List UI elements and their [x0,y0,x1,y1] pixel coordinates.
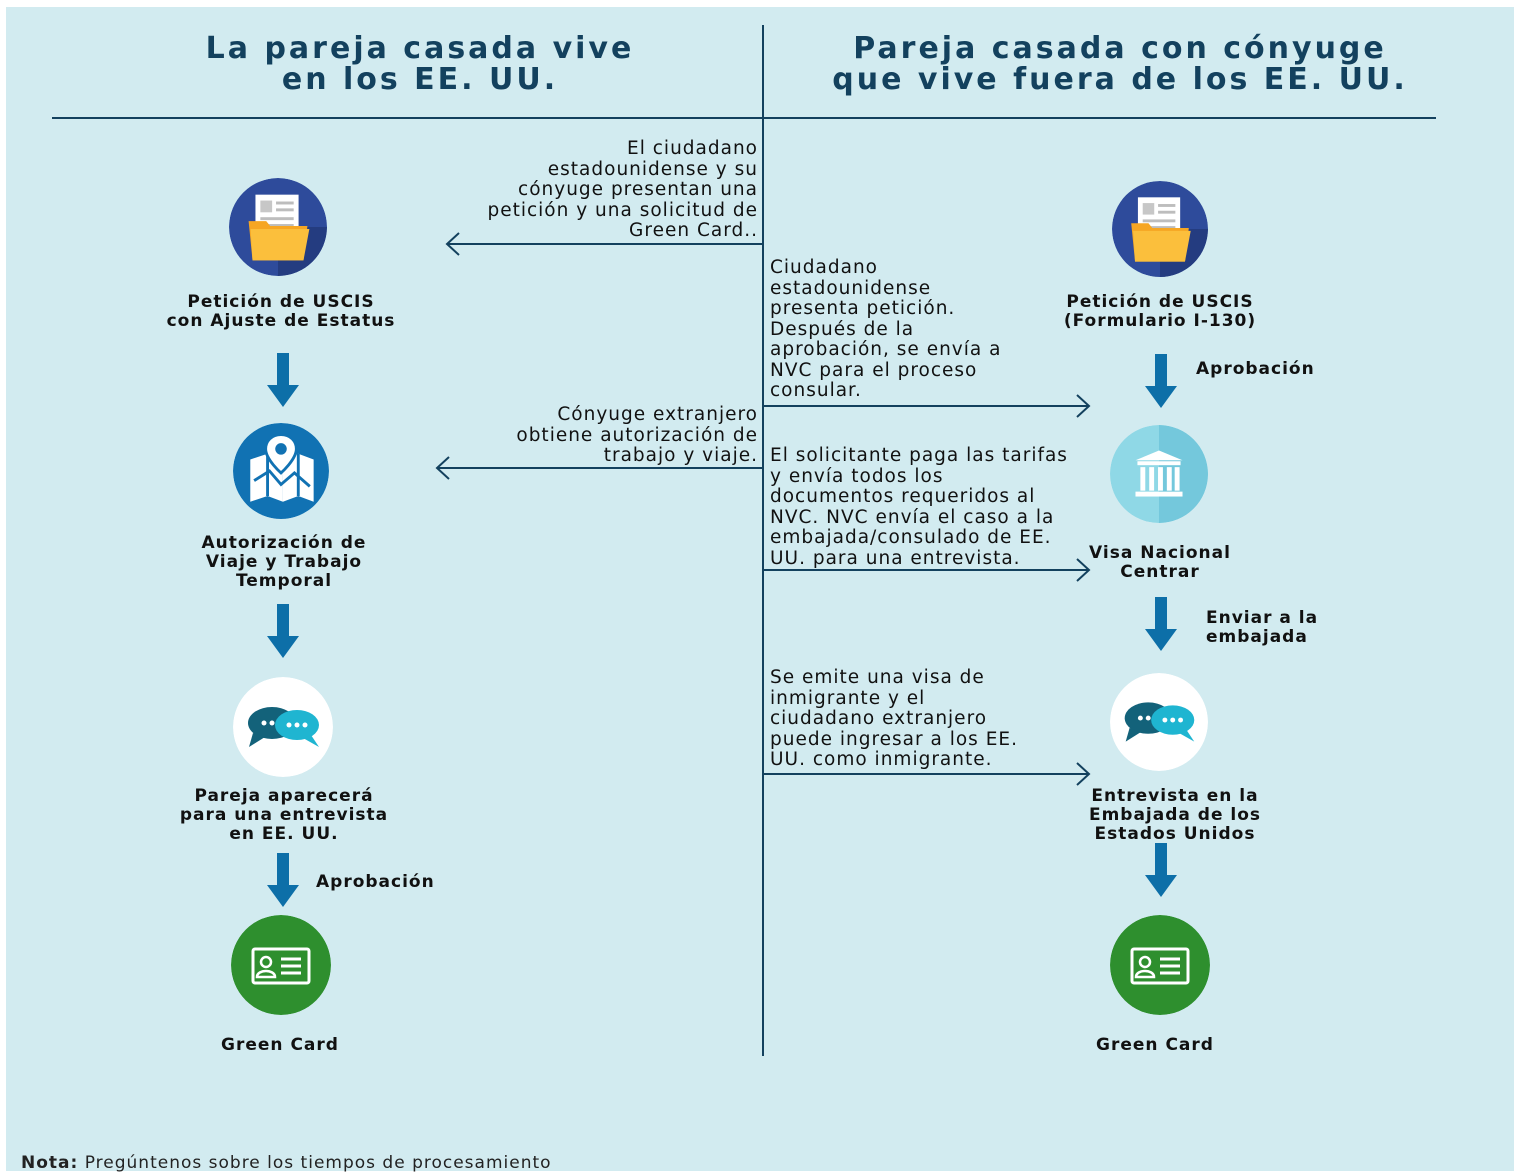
arrow-to-right-column [762,394,1091,418]
right-column-heading: Pareja casada con cónyuge que vive fuera… [832,31,1408,97]
chat-bubbles-icon [1110,673,1208,771]
nvc-label: Visa Nacional Centrar [1089,543,1231,582]
us-interview-label: Pareja aparecerá para una entrevista en … [179,786,389,844]
folder-document-icon [1112,181,1208,277]
down-arrow [1145,597,1177,651]
down-arrow [1145,843,1177,897]
green-card-label-right: Green Card [1096,1035,1214,1055]
arrow-to-left-column [435,456,764,480]
green-card-label-left: Green Card [221,1035,339,1055]
uscis-i130-label: Petición de USCIS (Formulario I-130) [1063,292,1257,331]
citizen-petition-note: Ciudadano estadounidense presenta petici… [770,257,1002,401]
footnote-text: Pregúntenos sobre los tiempos de procesa… [78,1153,552,1173]
down-arrow [1145,354,1177,408]
work-travel-note: Cónyuge extranjero obtiene autorización … [516,404,758,466]
approval-label: Aprobación [1196,359,1315,379]
arrow-to-right-column [762,762,1091,786]
arrow-to-right-column [762,558,1091,582]
uscis-adjustment-label: Petición de USCIS con Ajuste de Estatus [166,292,396,331]
center-divider [762,25,764,1056]
footnote-label: Nota: [21,1153,79,1173]
embassy-interview-label: Entrevista en la Embajada de los Estados… [1088,786,1262,844]
id-card-icon [1110,915,1210,1015]
chat-bubbles-icon [233,677,333,777]
nvc-fees-note: El solicitante paga las tarifas y envía … [770,445,1068,569]
government-building-icon [1110,425,1208,523]
approval-label: Aprobación [316,872,435,892]
down-arrow [267,853,299,907]
map-pin-icon [233,423,329,519]
down-arrow [267,353,299,407]
visa-issued-note: Se emite una visa de inmigrante y el ciu… [770,667,1018,770]
footnote: Nota: Pregúntenos sobre los tiempos de p… [21,1153,552,1173]
header-divider [52,117,1436,119]
travel-work-authorization-label: Autorización de Viaje y Trabajo Temporal [201,533,367,591]
down-arrow [267,604,299,658]
folder-document-icon [229,178,327,276]
id-card-icon [231,915,331,1015]
joint-petition-note: El ciudadano estadounidense y su cónyuge… [487,138,758,241]
send-to-embassy-label: Enviar a la embajada [1206,608,1319,647]
left-column-heading: La pareja casada vive en los EE. UU. [205,31,635,97]
arrow-to-left-column [445,232,764,256]
